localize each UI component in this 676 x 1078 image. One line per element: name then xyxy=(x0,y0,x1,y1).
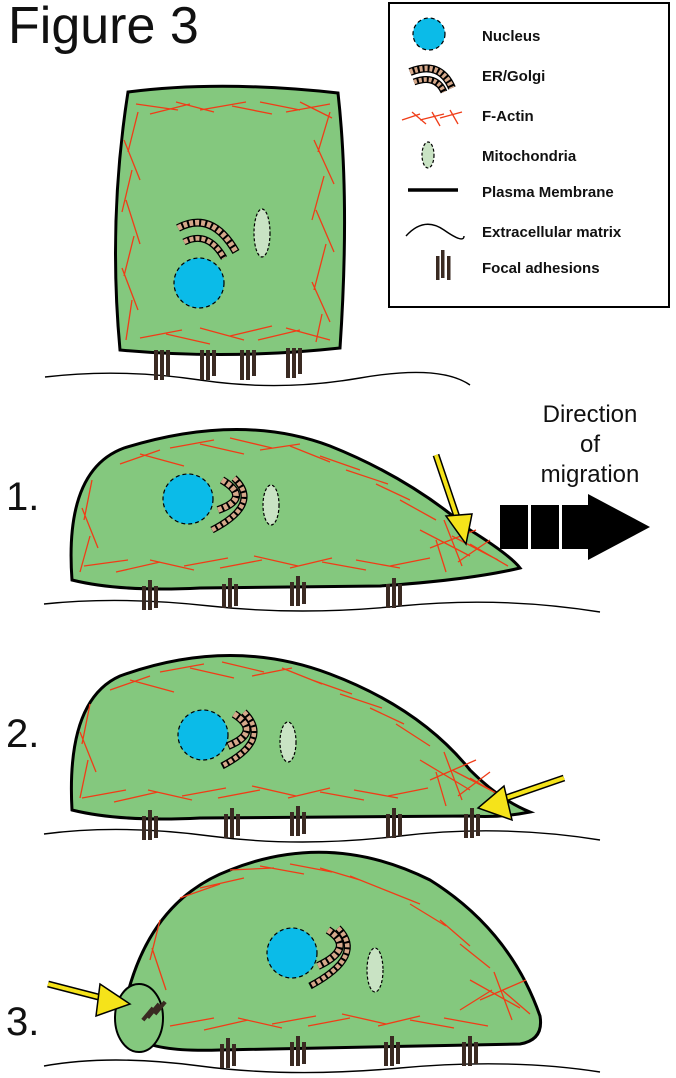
mitochondrion-top xyxy=(254,209,270,257)
er-golgi-icon xyxy=(410,68,452,92)
nucleus-top xyxy=(174,258,224,308)
mitochondria-icon xyxy=(422,142,434,168)
f-actin-icon xyxy=(402,110,462,126)
ecm-line-top xyxy=(45,372,470,385)
ecm-line-1 xyxy=(44,600,600,612)
ecm-line-2 xyxy=(44,829,600,842)
nucleus-3 xyxy=(267,928,317,978)
cell-step-2 xyxy=(44,655,600,842)
cell-membrane-top xyxy=(116,86,345,354)
mitochondrion-3 xyxy=(367,948,383,992)
cell-step-3 xyxy=(44,852,600,1072)
nucleus-1 xyxy=(163,474,213,524)
cell-membrane-3 xyxy=(125,852,541,1050)
mitochondrion-2 xyxy=(280,722,296,762)
extracellular-matrix-icon xyxy=(406,224,464,239)
nucleus-icon xyxy=(413,18,445,50)
focal-adhesions-icon xyxy=(436,250,451,280)
mitochondrion-1 xyxy=(263,485,279,525)
nucleus-2 xyxy=(178,710,228,760)
direction-of-migration-arrow xyxy=(500,494,650,560)
ecm-line-3 xyxy=(44,1060,600,1073)
